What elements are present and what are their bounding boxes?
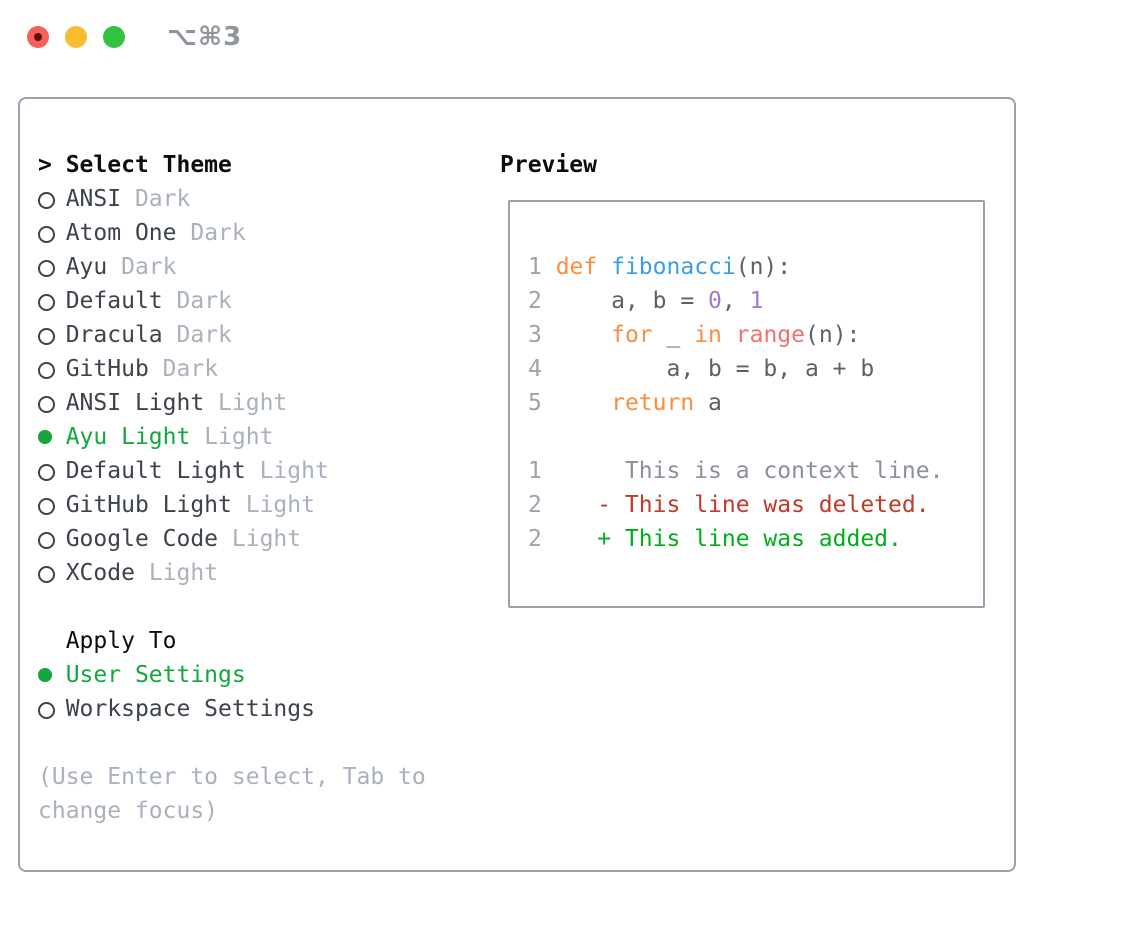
apply-option-workspace-settings[interactable]: Workspace Settings [38, 692, 498, 726]
radio-icon [38, 556, 66, 590]
theme-option-default-light[interactable]: Default Light Light [38, 454, 498, 488]
radio-selected-icon [38, 658, 66, 692]
radio-icon [38, 250, 66, 284]
theme-variant-badge: Light [231, 526, 302, 552]
radio-icon [38, 386, 66, 420]
apply-option-label: Workspace Settings [65, 696, 315, 722]
theme-name: Atom One [65, 220, 177, 246]
theme-name: ANSI Light [65, 390, 205, 416]
theme-variant-badge: Light [204, 424, 274, 450]
hint-text: (Use Enter to select, Tab to change focus… [38, 760, 498, 828]
preview-line-code: 2 a, b = 0, 1 [528, 284, 943, 318]
apply-to-title: Apply To [65, 628, 177, 654]
line-number: 2 [528, 288, 542, 314]
theme-name: GitHub Light [65, 492, 232, 518]
theme-variant-badge: Light [218, 390, 288, 416]
theme-variant-badge: Dark [162, 356, 219, 382]
theme-name: Google Code [65, 526, 219, 552]
theme-name: GitHub [65, 356, 149, 382]
theme-name: Dracula [65, 322, 163, 348]
theme-name: Default [65, 288, 163, 314]
theme-option-default[interactable]: Default Dark [38, 284, 498, 318]
theme-option-xcode[interactable]: XCode Light [38, 556, 498, 590]
radio-selected-icon [38, 420, 66, 454]
line-number: 4 [528, 356, 542, 382]
theme-variant-badge: Light [259, 458, 329, 484]
preview-line-blank [528, 420, 943, 454]
preview-line-code: 1 def fibonacci(n): [528, 250, 943, 284]
close-dot-icon [34, 33, 42, 41]
theme-option-ayu-light[interactable]: Ayu Light Light [38, 420, 498, 454]
theme-name: ANSI [65, 186, 122, 212]
line-number: 1 [528, 254, 542, 280]
theme-option-dracula[interactable]: Dracula Dark [38, 318, 498, 352]
radio-icon [38, 182, 66, 216]
spacer-row [38, 726, 498, 760]
theme-option-ansi-light[interactable]: ANSI Light Light [38, 386, 498, 420]
line-number: 2 [528, 492, 542, 518]
preview-line-code: 5 return a [528, 386, 943, 420]
zoom-button[interactable] [103, 26, 125, 48]
apply-option-user-settings[interactable]: User Settings [38, 658, 498, 692]
select-theme-header: > Select Theme [38, 148, 498, 182]
radio-icon [38, 352, 66, 386]
radio-icon [38, 284, 66, 318]
focus-prompt-icon: > [38, 152, 52, 178]
theme-variant-badge: Dark [121, 254, 177, 280]
theme-variant-badge: Light [245, 492, 315, 518]
close-button[interactable] [27, 26, 49, 48]
theme-name: Ayu Light [65, 424, 191, 450]
line-number: 3 [528, 322, 542, 348]
theme-name: Default Light [65, 458, 246, 484]
preview-line-code: 3 for _ in range(n): [528, 318, 943, 352]
theme-option-ansi[interactable]: ANSI Dark [38, 182, 498, 216]
line-number: 1 [528, 458, 542, 484]
keyboard-shortcut-label: ⌥⌘3 [167, 22, 243, 52]
preview-title: Preview [500, 152, 597, 178]
radio-icon [38, 318, 66, 352]
radio-icon [38, 522, 66, 556]
theme-option-github[interactable]: GitHub Dark [38, 352, 498, 386]
hint-line: change focus) [38, 798, 219, 824]
spacer-row [38, 590, 498, 624]
line-number: 5 [528, 390, 542, 416]
apply-option-label: User Settings [65, 662, 246, 688]
theme-variant-badge: Light [148, 560, 219, 586]
preview-line-added: 2 + This line was added. [528, 522, 943, 556]
radio-icon [38, 488, 66, 522]
preview-line-code: 4 a, b = b, a + b [528, 352, 943, 386]
line-number: 2 [528, 526, 542, 552]
preview-line-context: 1 This is a context line. [528, 454, 943, 488]
radio-icon [38, 454, 66, 488]
theme-option-google-code[interactable]: Google Code Light [38, 522, 498, 556]
theme-variant-badge: Dark [134, 186, 191, 212]
theme-variant-badge: Dark [176, 322, 232, 348]
theme-option-atom-one[interactable]: Atom One Dark [38, 216, 498, 250]
theme-option-ayu[interactable]: Ayu Dark [38, 250, 498, 284]
theme-option-github-light[interactable]: GitHub Light Light [38, 488, 498, 522]
theme-variant-badge: Dark [190, 220, 246, 246]
radio-icon [38, 216, 66, 250]
radio-icon [38, 692, 66, 726]
theme-variant-badge: Dark [176, 288, 232, 314]
select-theme-title: Select Theme [65, 152, 232, 178]
hint-line: (Use Enter to select, Tab to [38, 764, 426, 790]
theme-name: XCode [65, 560, 135, 586]
theme-name: Ayu [65, 254, 108, 280]
preview-line-deleted: 2 - This line was deleted. [528, 488, 943, 522]
minimize-button[interactable] [65, 26, 87, 48]
